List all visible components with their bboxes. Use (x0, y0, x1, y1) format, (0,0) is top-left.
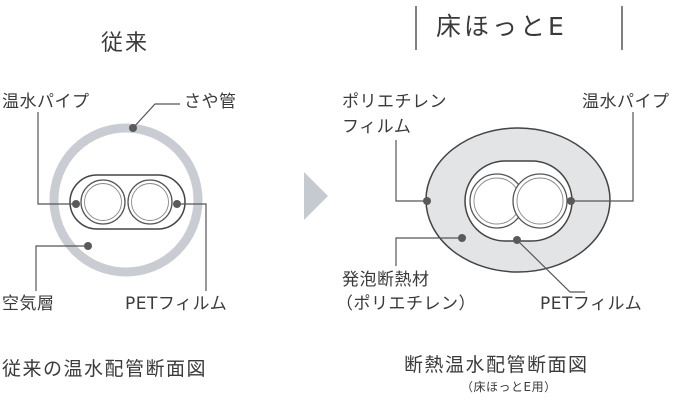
leader-hot-water-right (571, 112, 634, 202)
leader-pet-right (516, 239, 585, 293)
dot-pet-right (513, 236, 521, 244)
label-air-layer: 空気層 (2, 294, 55, 314)
left-caption: 従来の温水配管断面図 (2, 358, 208, 380)
hot-water-pipe-right-b (512, 173, 568, 229)
hot-water-pipe-right-b-inner (516, 177, 564, 225)
left-heading: 従来 (101, 31, 150, 56)
leader-pet-left (177, 203, 207, 291)
sheath-pipe-ring (49, 123, 203, 277)
leader-air-layer (35, 245, 88, 291)
dot-foam (458, 234, 466, 242)
label-pe-film-line2: フィルム (342, 117, 412, 137)
hot-water-pipe-left-a (80, 179, 126, 225)
label-pe-film-line1: ポリエチレン (342, 92, 447, 112)
right-caption-sub: （床ほっとE用） (461, 380, 557, 394)
dot-air-layer (84, 242, 92, 250)
label-hot-water-pipe-left: 温水パイプ (2, 92, 90, 112)
label-foam-line1: 発泡断熱材 (342, 270, 430, 290)
leader-foam (395, 237, 462, 266)
dot-pet-left (173, 200, 181, 208)
dot-hot-water-right (567, 197, 575, 205)
leader-hot-water-left (37, 112, 76, 205)
hot-water-pipe-left-b (127, 179, 173, 225)
leader-sheath (132, 103, 180, 129)
dot-sheath (129, 124, 137, 132)
right-heading: 床ほっとE (436, 12, 567, 41)
dot-hot-water-left (72, 200, 80, 208)
right-caption: 断熱温水配管断面図 (404, 354, 589, 376)
label-foam-line2: （ポリエチレン） (336, 294, 476, 314)
dot-pe-film (423, 197, 431, 205)
transition-arrow (304, 172, 328, 220)
hot-water-pipe-left-a-inner (84, 183, 122, 221)
label-hot-water-pipe-right: 温水パイプ (582, 92, 670, 112)
hot-water-pipe-left-b-inner (131, 183, 169, 221)
label-sheath-pipe: さや管 (184, 92, 237, 112)
label-pet-film-left: PETフィルム (125, 294, 228, 314)
leader-pe-film (395, 140, 427, 202)
label-pet-film-right: PETフィルム (540, 294, 643, 314)
